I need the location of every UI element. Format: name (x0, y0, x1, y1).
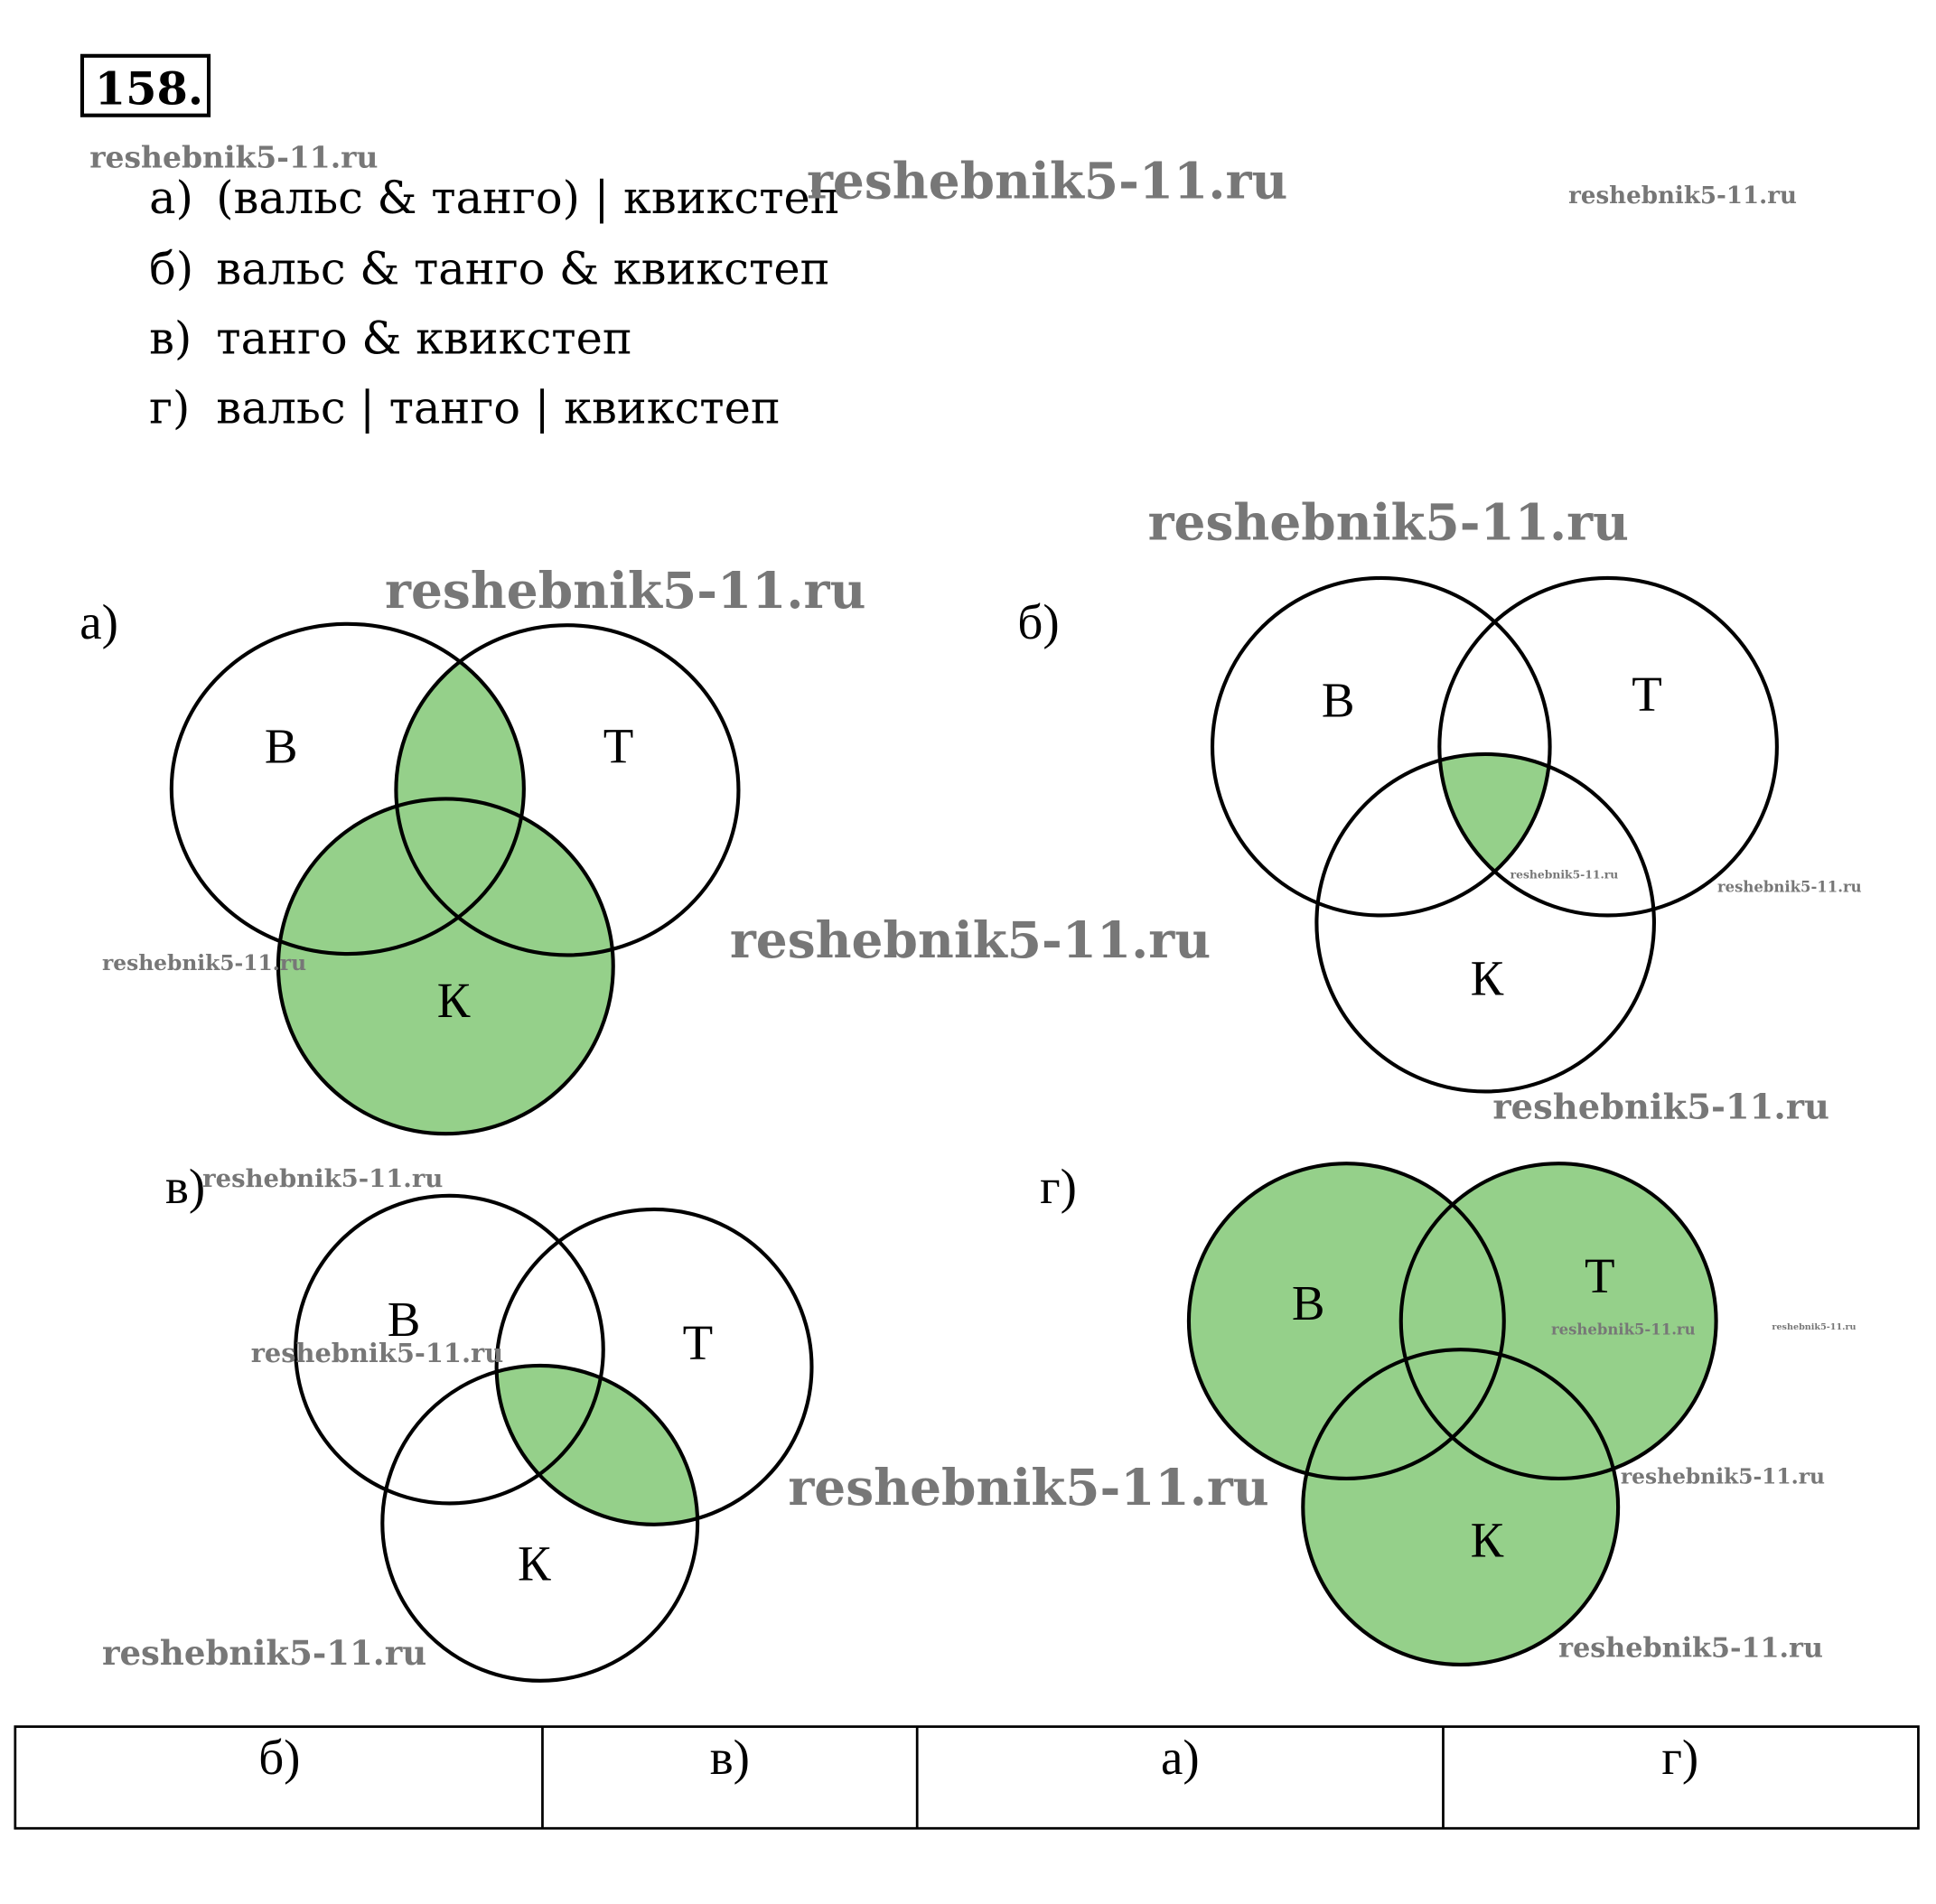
answer-table: б) в) а) г) (14, 1725, 1920, 1830)
set-label-t: Т (683, 1315, 714, 1370)
venn-diagram-a: а) В Т К (79, 594, 741, 1136)
watermark: reshebnik5-11.ru (1558, 1633, 1823, 1665)
expression-label: б) (149, 242, 193, 294)
set-label-k: К (437, 973, 471, 1028)
shaded-region-v-and-t (396, 625, 524, 955)
set-circle-v (169, 621, 526, 957)
set-label-t: Т (1585, 1248, 1615, 1303)
set-label-v: В (1292, 1275, 1325, 1330)
set-label-t: Т (1632, 667, 1662, 722)
set-label-t: Т (603, 719, 634, 774)
watermark: reshebnik5-11.ru (251, 1338, 503, 1368)
diagram-label: г) (1040, 1159, 1077, 1214)
watermark: reshebnik5-11.ru (1568, 182, 1797, 210)
diagram-label: в) (165, 1159, 205, 1214)
watermarks: reshebnik5-11.ru reshebnik5-11.ru resheb… (89, 139, 1861, 1673)
set-label-v: В (388, 1292, 421, 1347)
shaded-region-v-and-t-and-k (1439, 753, 1550, 916)
shaded-region-k (277, 798, 613, 1134)
diagram-label: а) (79, 594, 118, 649)
watermark: reshebnik5-11.ru (730, 910, 1211, 969)
watermark: reshebnik5-11.ru (102, 1633, 426, 1673)
expression-text: вальс | танго | квикстеп (216, 381, 781, 434)
set-label-k: К (518, 1536, 551, 1591)
set-circle-k (1314, 751, 1656, 1094)
set-circle-v (1186, 1162, 1506, 1481)
expression-text: танго & квикстеп (216, 312, 632, 364)
set-label-k: К (1471, 950, 1504, 1005)
expression-label: а) (149, 172, 193, 224)
watermark: reshebnik5-11.ru (1772, 1322, 1856, 1332)
watermark: reshebnik5-11.ru (102, 950, 306, 975)
watermark: reshebnik5-11.ru (1148, 492, 1629, 551)
watermark: reshebnik5-11.ru (385, 561, 865, 620)
venn-diagram-c: в) В Т К (165, 1159, 814, 1683)
shaded-region-k (1303, 1349, 1619, 1665)
watermark: reshebnik5-11.ru (89, 139, 378, 174)
watermark: reshebnik5-11.ru (1621, 1463, 1825, 1489)
set-circle-k (380, 1363, 700, 1683)
set-label-k: К (1471, 1512, 1504, 1567)
diagram-label: б) (1017, 594, 1059, 649)
problem-number-box (79, 53, 211, 117)
set-label-v: В (265, 719, 298, 774)
watermark: reshebnik5-11.ru (1492, 1087, 1829, 1128)
watermark: reshebnik5-11.ru (1717, 878, 1862, 895)
set-circle-t (1398, 1162, 1718, 1481)
expression-label: г) (149, 381, 190, 434)
problem-number: 158. (95, 62, 203, 115)
expression-list: а) (вальс & танго) | квикстеп б) вальс &… (149, 172, 840, 434)
set-circle-k (276, 797, 615, 1136)
expression-text: вальс & танго & квикстеп (216, 242, 829, 294)
answer-cell: б) (258, 1730, 300, 1785)
expression-label: в) (149, 312, 192, 364)
watermark: reshebnik5-11.ru (1551, 1321, 1696, 1339)
venn-diagram-d: г) В Т К (1040, 1159, 1718, 1667)
watermark: reshebnik5-11.ru (202, 1164, 443, 1193)
answer-cell: а) (1161, 1730, 1200, 1785)
set-circle-k (1301, 1348, 1621, 1667)
expression-text: (вальс & танго) | квикстеп (216, 172, 839, 224)
answer-cell: в) (710, 1730, 750, 1785)
set-circle-t (394, 623, 741, 957)
watermark: reshebnik5-11.ru (1510, 867, 1619, 881)
set-circle-t (1437, 575, 1779, 918)
set-circle-v (1210, 575, 1552, 918)
set-label-v: В (1322, 673, 1355, 728)
answer-cell: г) (1661, 1730, 1698, 1785)
watermark: reshebnik5-11.ru (807, 152, 1287, 210)
set-circle-t (494, 1207, 814, 1526)
set-circle-v (294, 1193, 605, 1506)
watermark: reshebnik5-11.ru (788, 1458, 1268, 1517)
venn-diagram-b: б) В Т К (1017, 575, 1779, 1094)
